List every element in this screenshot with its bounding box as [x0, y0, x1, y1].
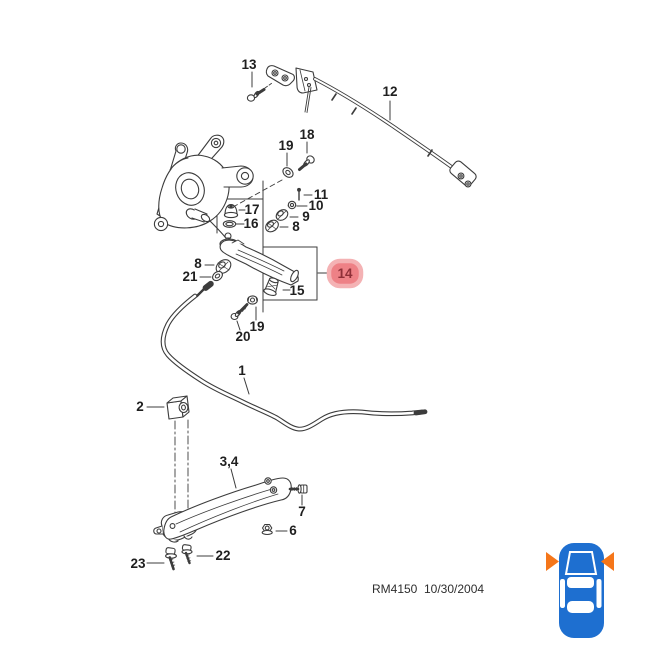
callout-19-lower: 19 — [249, 319, 264, 334]
callout-1: 1 — [238, 363, 246, 378]
vehicle-location-icon — [546, 543, 614, 638]
callout-3-4: 3,4 — [220, 454, 239, 469]
washer-21 — [212, 270, 223, 282]
callout-13: 13 — [241, 57, 257, 72]
leader-lines — [146, 71, 391, 564]
callout-11: 11 — [314, 187, 329, 202]
highlight-badge[interactable] — [326, 258, 364, 289]
washer-19-upper — [282, 167, 294, 178]
callout-12: 12 — [382, 84, 397, 99]
footer-code: RM4150 — [372, 582, 418, 596]
callout-17: 17 — [244, 202, 259, 217]
footer-date: 10/30/2004 — [424, 582, 484, 596]
washer-19-lower — [247, 295, 258, 305]
callout-2: 2 — [136, 399, 144, 414]
callout-7: 7 — [298, 504, 306, 519]
car-rear-window — [567, 601, 594, 613]
car-left-window — [560, 579, 565, 608]
car-right-window — [596, 579, 602, 608]
callout-16: 16 — [243, 216, 259, 231]
bushing-9 — [275, 209, 289, 221]
bushing-2 — [166, 395, 190, 420]
bolt-22 — [181, 544, 193, 565]
ball-stud-nut-17 — [223, 203, 239, 219]
retainer-ring-16 — [222, 220, 237, 228]
stud-11 — [297, 187, 301, 201]
bolt-20 — [230, 303, 249, 321]
callout-22: 22 — [215, 548, 230, 563]
front-left-arrow-icon — [546, 552, 559, 571]
bolt-18 — [298, 155, 315, 171]
car-windshield — [564, 551, 598, 575]
control-arm-14 — [219, 239, 299, 286]
callout-8-right: 8 — [292, 219, 300, 234]
stabilizer-bar-1 — [160, 293, 428, 432]
crossmember-3-4 — [163, 477, 292, 540]
reference-box-lines — [216, 82, 318, 313]
stabilizer-link-bolt — [195, 280, 214, 298]
callout-9: 9 — [302, 209, 310, 224]
callout-14[interactable]: 14 — [337, 266, 353, 281]
callout-20: 20 — [235, 329, 250, 344]
callout-labels: 13 12 18 19 11 10 9 8 17 16 8 21 15 19 2… — [130, 57, 397, 571]
bushing-8-left — [215, 259, 232, 274]
callout-23: 23 — [130, 556, 146, 571]
callout-21: 21 — [182, 269, 198, 284]
callout-6: 6 — [289, 523, 297, 538]
callout-10: 10 — [308, 198, 323, 213]
bushing-centerlines — [174, 419, 189, 518]
bolt-23 — [165, 547, 177, 571]
steering-knuckle — [153, 134, 254, 238]
car-top-view-icon — [559, 543, 604, 638]
footer: RM4150 10/30/2004 — [372, 582, 484, 596]
bushing-15 — [263, 277, 279, 296]
car-roof-panel — [567, 577, 594, 588]
bolt-13 — [246, 88, 266, 102]
bolt-7 — [288, 484, 308, 494]
nut-10 — [287, 200, 297, 210]
bushing-8-right — [265, 219, 279, 233]
front-right-arrow-icon — [601, 552, 614, 571]
stabilizer-shaft-12 — [313, 77, 477, 188]
callout-15: 15 — [289, 283, 305, 298]
callout-18: 18 — [299, 127, 315, 142]
nut-6 — [261, 523, 273, 536]
callout-8-left: 8 — [194, 256, 202, 271]
mount-bracket-12 — [265, 65, 318, 113]
callout-19-upper: 19 — [278, 138, 293, 153]
selected-part-callout[interactable]: 14 — [326, 258, 364, 289]
